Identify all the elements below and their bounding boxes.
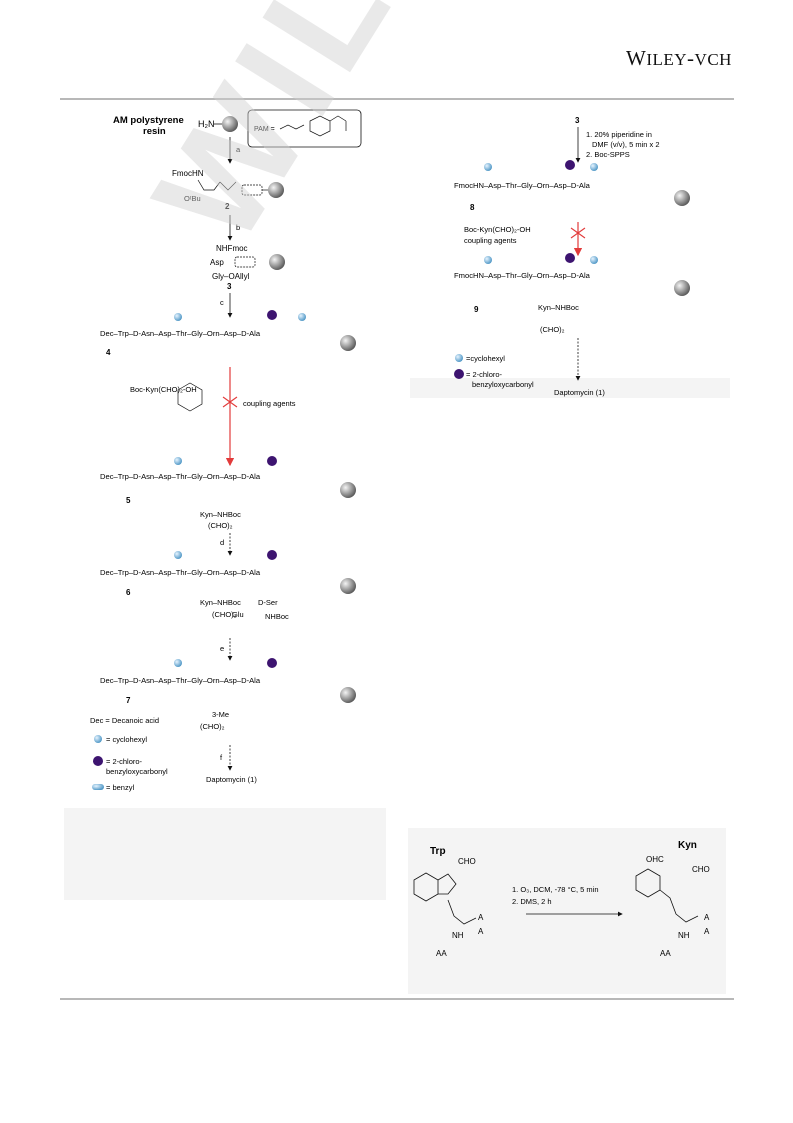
right-legend-chloro-1: = 2-chloro- (466, 370, 503, 379)
cmp9-peptide: FmocHN–Asp–Thr–Gly–Orn–Asp–D-Ala (454, 271, 591, 280)
cmp6-nhboc: NHBoc (265, 612, 289, 621)
trp-a-1: A (478, 913, 484, 922)
cmp7-number: 7 (126, 696, 131, 705)
step-b: b (236, 223, 240, 232)
cmp9-number: 9 (474, 305, 479, 314)
cmp5-cho2: (CHO)₂ (208, 521, 233, 530)
cmp3-nhfmoc: NHFmoc (216, 244, 248, 253)
cmp5-kyn: Kyn–NHBoc (200, 510, 241, 519)
cmp6-glu: Glu (232, 610, 244, 619)
kyn-ohc: OHC (646, 855, 664, 864)
resin-bead (222, 116, 238, 132)
product-left: Daptomycin (1) (206, 775, 257, 784)
step-f: f (220, 753, 223, 762)
trp-a-2: A (478, 927, 484, 936)
cmp9-kyn: Kyn–NHBoc (538, 303, 579, 312)
cmp2-otbu: OᵗBu (184, 194, 201, 203)
kyn-cho: CHO (692, 865, 710, 874)
cmp7-peptide: Dec–Trp–D-Asn–Asp–Thr–Gly–Orn–Asp–D-Ala (100, 676, 261, 685)
wiley-vch-logo: WILEY-VCH (626, 46, 732, 70)
synthesis-scheme-left: AM polystyrene resin H₂N PAM = a FmocHN … (90, 109, 362, 792)
kyn-a-2: A (704, 927, 710, 936)
cmp3-asp: Asp (210, 258, 224, 267)
ozonolysis-panel (408, 828, 726, 994)
cmp6-dser: D-Ser (258, 598, 278, 607)
top-rule (60, 98, 734, 100)
right-cond-2: DMF (v/v), 5 min x 2 (592, 140, 660, 149)
cmp5-number: 5 (126, 496, 131, 505)
right-cond-1: 1. 20% piperidine in (586, 130, 652, 139)
kyn-aa: AA (660, 949, 671, 958)
bottom-rule (60, 998, 734, 1000)
cmp9-cho2: (CHO)₂ (540, 325, 565, 334)
cmp6-cho2: (CHO)₂ (212, 610, 237, 619)
cmp8-peptide: FmocHN–Asp–Thr–Gly–Orn–Asp–D-Ala (454, 181, 591, 190)
cmp2-number: 2 (225, 202, 230, 211)
cmp7-methyl: 3-Me (212, 710, 229, 719)
kyn-a-1: A (704, 913, 710, 922)
ozonolysis-cond-1: 1. O₃, DCM, -78 °C, 5 min (512, 885, 599, 894)
cmp3-number: 3 (227, 282, 232, 291)
step-c: c (220, 298, 224, 307)
trp-nh: NH (452, 931, 464, 940)
legend-cyclohexyl: = cyclohexyl (106, 735, 147, 744)
right-legend-cyclohexyl: =cyclohexyl (466, 354, 505, 363)
synthesis-scheme-right: 3 1. 20% piperidine in DMF (v/v), 5 min … (454, 116, 690, 397)
resin-label-2: resin (143, 126, 166, 137)
ozonolysis-scheme: Trp CHO A A NH AA 1. O₃, DCM, -78 °C, 5 … (413, 840, 710, 958)
coupling-agents-left: coupling agents (243, 399, 296, 408)
right-reagent: Boc-Kyn(CHO)₂-OH (464, 225, 531, 234)
caption-panel-right (410, 378, 730, 398)
pam-def-label: PAM = (254, 126, 275, 133)
trp-cho: CHO (458, 857, 476, 866)
cmp6-number: 6 (126, 588, 131, 597)
cmp7-cho2: (CHO)₂ (200, 722, 225, 731)
cmp6-kyn: Kyn–NHBoc (200, 598, 241, 607)
kyn-nh: NH (678, 931, 690, 940)
cmp4-number: 4 (106, 348, 111, 357)
h2n-label: H₂N (198, 119, 215, 129)
right-start-number: 3 (575, 116, 580, 125)
step-d: d (220, 538, 224, 547)
cmp3-gly: Gly–OAllyl (212, 272, 250, 281)
product-right: Daptomycin (1) (554, 388, 605, 397)
step-e: e (220, 644, 224, 653)
cmp2-fmochn: FmocHN (172, 169, 204, 178)
kyn-reagent-1: Boc-Kyn(CHO)₂-OH (130, 385, 197, 394)
cmp6-peptide: Dec–Trp–D-Asn–Asp–Thr–Gly–Orn–Asp–D-Ala (100, 568, 261, 577)
cmp4-peptide: Dec–Trp–D-Asn–Asp–Thr–Gly–Orn–Asp–D-Ala (100, 329, 261, 338)
kyn-label: Kyn (678, 840, 697, 851)
legend-chloro-2: benzyloxycarbonyl (106, 767, 168, 776)
ozonolysis-cond-2: 2. DMS, 2 h (512, 897, 552, 906)
right-cond-3: 2. Boc-SPPS (586, 150, 630, 159)
step-a: a (236, 145, 241, 154)
resin-label-1: AM polystyrene (113, 115, 184, 126)
right-legend-chloro-2: benzyloxycarbonyl (472, 380, 534, 389)
legend-benzyl: = benzyl (106, 783, 134, 792)
cmp8-number: 8 (470, 203, 475, 212)
right-coupling: coupling agents (464, 236, 517, 245)
caption-panel-left (64, 808, 386, 900)
trp-label: Trp (430, 846, 446, 857)
trp-aa: AA (436, 949, 447, 958)
cmp5-peptide: Dec–Trp–D-Asn–Asp–Thr–Gly–Orn–Asp–D-Ala (100, 472, 261, 481)
legend-dec: Dec = Decanoic acid (90, 716, 159, 725)
legend-chloro-1: = 2-chloro- (106, 757, 143, 766)
